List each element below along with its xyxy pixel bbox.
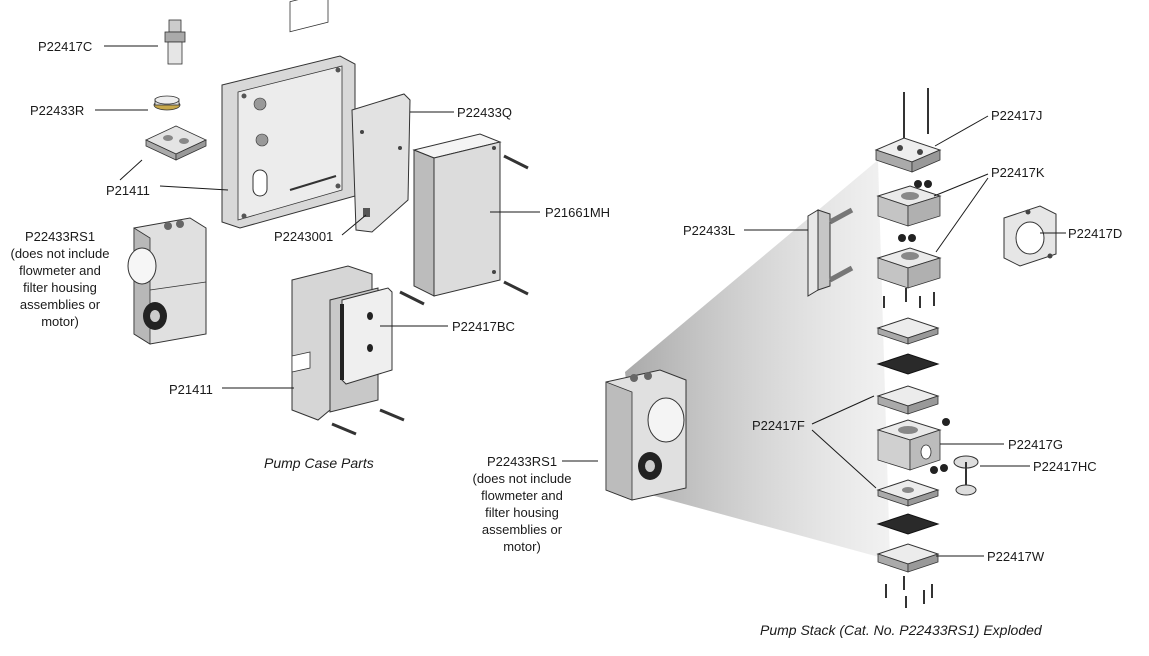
caption-pump-case: Pump Case Parts [264,455,374,471]
label-p2243001: P2243001 [274,229,334,244]
explode-cone [625,160,890,560]
p22417bc-plate [331,287,425,436]
note-right-line: (does not include [472,471,572,486]
p22417d-housing [1003,205,1057,267]
label-p22417k: P22417K [991,165,1045,180]
p22433l-handle [807,207,854,297]
p22417g-block [876,418,950,474]
stack-diaphragm-b [876,513,940,535]
p22433q-plate [351,93,411,233]
label-p22433rs1-right: P22433RS1 [486,454,558,469]
stack-diaphragm-a [876,353,940,375]
note-right-line: flowmeter and [481,488,563,503]
p22417f-plate [876,479,940,507]
p22417w-plate [876,543,940,573]
left-leader-lines [95,45,540,389]
note-left-line: motor) [41,314,79,329]
label-p22433r: P22433R [30,103,85,118]
label-p22417f: P22417F [752,418,805,433]
p22417k-block-2 [876,234,942,289]
p22417j-head [874,137,942,173]
label-p22417w: P22417W [987,549,1045,564]
note-left-line: flowmeter and [19,263,101,278]
note-left-line: (does not include [10,246,110,261]
stack-plate-b [876,385,940,415]
stack-plate-a [876,317,940,345]
p21411-block-top [145,125,207,161]
note-right: P22433RS1 (does not include flowmeter an… [462,453,582,555]
p22417hc-valve [953,455,979,496]
label-p22433q: P22433Q [457,105,512,120]
p22433r-plug [153,95,181,111]
label-p22433l: P22433L [683,223,736,238]
note-right-line: assemblies or [481,522,563,537]
caption-pump-stack: Pump Stack (Cat. No. P22433RS1) Exploded [760,622,1042,638]
label-p22417d: P22417D [1068,226,1123,241]
label-p21411-bottom: P21411 [169,382,213,397]
label-p22417g: P22417G [1008,437,1063,452]
p22417c-fitting [164,19,186,65]
label-p22417c: P22417C [38,39,93,54]
p21661mh-cover [412,133,529,297]
pump-case-back [221,0,356,229]
label-p22417bc: P22417BC [452,319,515,334]
right-leader-lines [562,115,1066,557]
label-p22417j: P22417J [991,108,1043,123]
label-p21411-top: P21411 [106,183,150,198]
note-right-line: motor) [503,539,541,554]
note-left-line: filter housing [23,280,97,295]
p22417k-block-1 [876,180,942,227]
note-left-line: assemblies or [19,297,101,312]
label-p21661mh: P21661MH [545,205,611,220]
note-left: P22433RS1 (does not include flowmeter an… [0,228,120,330]
note-right-line: filter housing [485,505,559,520]
stack-long-bolts [903,88,929,138]
stack-small-screws [883,288,935,308]
stack-bottom-screws [885,576,933,608]
label-p22433rs1-left: P22433RS1 [24,229,96,244]
pump-assembly-right [605,369,687,501]
pump-assembly-left [127,217,207,345]
label-p22417hc: P22417HC [1033,459,1097,474]
